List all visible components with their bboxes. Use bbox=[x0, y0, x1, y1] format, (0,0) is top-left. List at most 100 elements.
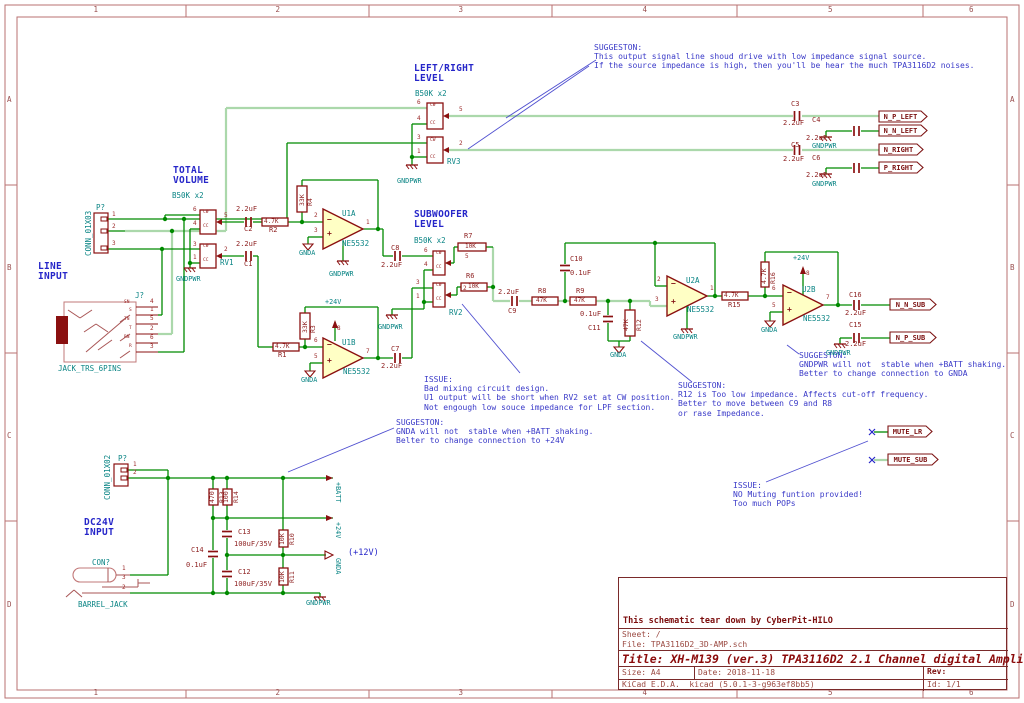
value-c2: 2.2uF bbox=[236, 205, 258, 213]
gndpwr-symbol bbox=[344, 260, 349, 266]
junction-dot bbox=[224, 552, 230, 558]
pin-number: 6 bbox=[417, 99, 421, 106]
opamp-plus-u2b: + bbox=[787, 305, 792, 314]
gndpwr-symbol bbox=[321, 596, 326, 602]
value-r6: 10K bbox=[468, 283, 479, 290]
ref-c16: C16 bbox=[849, 291, 862, 299]
net-tag-mute-lr: MUTE_LR bbox=[892, 428, 923, 436]
pin-number: 2 bbox=[459, 140, 463, 147]
opamp-symbol bbox=[322, 207, 365, 251]
gndpwr-symbol bbox=[684, 328, 689, 334]
junction-dot bbox=[762, 293, 768, 299]
pin-number: 5 bbox=[459, 106, 463, 113]
gndpwr-symbol bbox=[827, 173, 832, 179]
frame-col-label: 6 bbox=[969, 5, 974, 14]
ref-r11: R11 bbox=[288, 571, 296, 583]
resistor-symbol bbox=[457, 242, 487, 252]
junction-dot bbox=[421, 299, 427, 305]
resistor-symbol bbox=[272, 342, 300, 352]
note-leader-line bbox=[287, 427, 395, 473]
net-24v-vertical: +24V bbox=[334, 522, 342, 539]
gndpwr-symbol bbox=[819, 173, 824, 179]
net-gnda-lpf: GNDA bbox=[610, 351, 627, 359]
value-r16: 4.7K bbox=[760, 268, 768, 284]
ref-r4: R4 bbox=[306, 198, 314, 206]
gndpwr-symbol bbox=[191, 267, 196, 273]
frame-col-label: 3 bbox=[458, 688, 464, 697]
title-block-date: Date: 2018-11-18 bbox=[698, 668, 776, 677]
resistor-symbol bbox=[460, 282, 488, 292]
junction-dot bbox=[302, 344, 308, 350]
title-block-tool: KiCad E.D.A. kicad (5.0.1-3-g963ef8bb5) bbox=[622, 680, 815, 689]
value-r14: 100 bbox=[222, 491, 230, 503]
frame-row-label: D bbox=[7, 599, 12, 609]
note-bad-mixing: ISSUE: Bad mixing circuit design. U1 out… bbox=[424, 375, 675, 412]
pin-number: 2 bbox=[314, 212, 318, 219]
pot-wiper-arrow bbox=[445, 292, 451, 298]
gndpwr-symbol bbox=[827, 136, 832, 142]
header-total-volume: TOTAL VOLUME bbox=[173, 165, 210, 187]
ref-c4: C4 bbox=[812, 116, 821, 124]
junction-dot bbox=[605, 298, 611, 304]
trs-jack-contact bbox=[119, 333, 131, 342]
pin-number: 3 bbox=[417, 134, 421, 141]
pot-cc-mark: CC bbox=[430, 155, 436, 160]
pin-number: 3 bbox=[193, 241, 197, 248]
resistor-symbol bbox=[222, 488, 233, 506]
value-c13: 100uF/35V bbox=[234, 540, 272, 548]
connector-pin-square bbox=[100, 228, 108, 234]
net-tag-n-p-left-shape bbox=[878, 110, 928, 123]
value-r13: 470 bbox=[208, 491, 216, 503]
ref-r2: R2 bbox=[269, 226, 278, 234]
pot-cw-mark: CW bbox=[203, 210, 209, 215]
ref-conn3: P? bbox=[96, 203, 106, 212]
pot-cc-mark: CC bbox=[203, 224, 209, 229]
jack-pin-name: R bbox=[129, 344, 132, 349]
connector-symbol bbox=[113, 463, 129, 487]
value-r11: 10K bbox=[278, 571, 286, 583]
net-tag-n-p-sub: N_P_SUB bbox=[895, 334, 926, 342]
net-tag-n-n-sub: N_N_SUB bbox=[895, 301, 926, 309]
value-c10: 0.1uF bbox=[570, 269, 592, 277]
ref-c1: C1 bbox=[244, 260, 253, 268]
value-c11: 0.1uF bbox=[580, 310, 602, 318]
jack-pin-name: S bbox=[129, 308, 132, 313]
opamp-symbol bbox=[782, 283, 825, 327]
value-r2: 4.7K bbox=[264, 218, 279, 225]
value-c16: 2.2uF bbox=[845, 309, 867, 317]
net-tag-mute-lr-shape bbox=[887, 425, 933, 438]
pot-cc-mark: CC bbox=[203, 258, 209, 263]
ref-c3: C3 bbox=[791, 100, 800, 108]
title-block-size: Size: A4 bbox=[622, 668, 661, 677]
ref-c6: C6 bbox=[812, 154, 821, 162]
pin-number: 5 bbox=[314, 353, 318, 360]
value-c5: 2.2uF bbox=[783, 155, 805, 163]
pin-number: 3 bbox=[150, 343, 154, 350]
pot-wiper-arrow bbox=[216, 219, 222, 225]
note-leader-line bbox=[467, 65, 590, 150]
value-r3: 33K bbox=[301, 321, 309, 333]
net-tag-n-right-shape bbox=[878, 143, 924, 156]
pin-number: 2 bbox=[463, 285, 467, 292]
note-gnda-shaking: SUGGESTON: GNDA will not stable when +BA… bbox=[396, 418, 594, 446]
net-tag-n-n-left-shape bbox=[878, 124, 928, 137]
junction-dot bbox=[835, 302, 841, 308]
pin-number: 1 bbox=[710, 285, 714, 292]
frame-row-label: C bbox=[7, 431, 12, 440]
frame-row-label: A bbox=[1010, 95, 1015, 104]
net-gnda-u2b: GNDA bbox=[761, 326, 778, 334]
resistor-symbol bbox=[208, 488, 219, 506]
ref-jack: J? bbox=[135, 291, 145, 300]
pin-number: 5 bbox=[224, 212, 228, 219]
pot-cc-mark: CC bbox=[436, 265, 442, 270]
no-connect-x bbox=[868, 456, 876, 464]
pin-number: 4 bbox=[424, 261, 428, 268]
ref-u2a: U2A bbox=[686, 276, 700, 285]
opamp-plus-u1a: + bbox=[327, 229, 332, 238]
gndpwr-symbol bbox=[837, 343, 842, 349]
pin-number: 6 bbox=[150, 334, 154, 341]
junction-dot bbox=[224, 515, 230, 521]
value-r1: 4.7K bbox=[275, 343, 290, 350]
